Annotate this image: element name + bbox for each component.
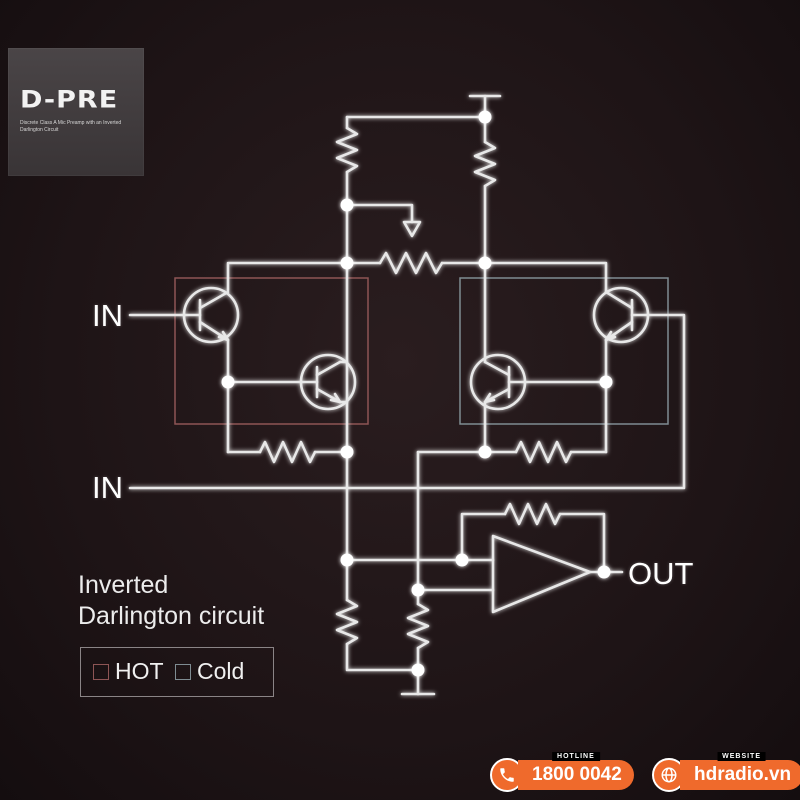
upper-bus (226, 261, 608, 294)
resistor-cold-feedback (416, 440, 608, 592)
resistor-right-load (473, 115, 497, 265)
hotline-badge[interactable]: HOTLINE 1800 0042 (490, 752, 634, 793)
transistor-q4 (128, 286, 686, 490)
junction-node (340, 553, 354, 567)
website-badge[interactable]: WEBSITE hdradio.vn (652, 752, 800, 793)
junction-node (411, 663, 425, 677)
transistor-q3 (469, 261, 608, 454)
junction-node (340, 445, 354, 459)
junction-node (221, 375, 235, 389)
input-cold-label: IN (92, 470, 123, 505)
output-node (597, 565, 611, 579)
junction-node (455, 553, 469, 567)
cold-transistor-box (459, 277, 669, 425)
junction-node (478, 256, 492, 270)
hot-swatch (93, 664, 109, 680)
junction-node (340, 256, 354, 270)
output-label: OUT (628, 556, 694, 591)
website-caption: WEBSITE (717, 752, 767, 761)
trim-potentiometer (345, 203, 487, 275)
caption-line-1: Inverted (78, 571, 169, 599)
resistor-bottom-right (400, 588, 436, 696)
junction-nodes (221, 110, 613, 677)
website-pill: WEBSITE hdradio.vn (680, 752, 800, 790)
supply-rail (345, 94, 502, 119)
junction-node (478, 445, 492, 459)
resistor-bottom-left (335, 558, 420, 672)
diagram-caption: Inverted Darlington circuit (78, 570, 264, 632)
resistor-hot-feedback (226, 380, 349, 464)
legend-hot-label: HOT (115, 658, 164, 684)
hotline-number[interactable]: 1800 0042 (532, 764, 622, 785)
transistor-q1 (128, 286, 240, 384)
junction-node (599, 375, 613, 389)
hot-transistor-box (174, 277, 369, 425)
logo-subtitle: Discrete Class A Mic Preamp with an Inve… (20, 120, 122, 133)
input-hot-label: IN (92, 298, 123, 333)
dpre-logo-panel: D-PRE Discrete Class A Mic Preamp with a… (8, 48, 144, 176)
junction-node (411, 583, 425, 597)
legend: HOT Cold (80, 647, 274, 697)
legend-cold-label: Cold (197, 658, 245, 684)
website-url[interactable]: hdradio.vn (694, 764, 792, 785)
transistor-q2 (226, 353, 357, 411)
logo-title: D-PRE (20, 86, 119, 114)
hotline-pill: HOTLINE 1800 0042 (518, 752, 634, 790)
junction-node (478, 110, 492, 124)
resistor-left-load (335, 115, 359, 207)
caption-line-2: Darlington circuit (78, 602, 265, 630)
junction-node (340, 198, 354, 212)
hotline-caption: HOTLINE (552, 752, 600, 761)
op-amp (345, 502, 624, 614)
cold-swatch (175, 664, 191, 680)
